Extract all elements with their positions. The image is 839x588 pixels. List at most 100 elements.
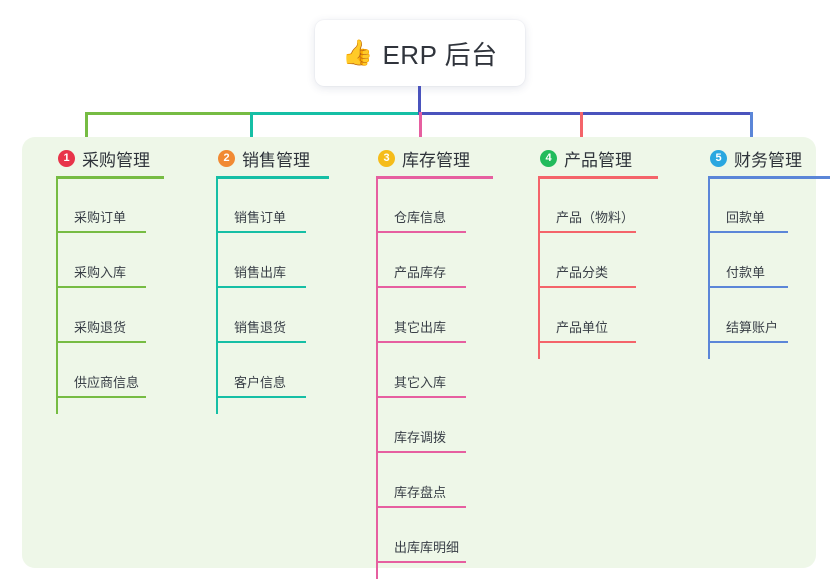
branch-number-badge: 3 [378, 149, 395, 167]
branch-item[interactable]: 采购退货 [56, 317, 146, 343]
branch-item[interactable]: 其它出库 [376, 317, 466, 343]
branch-item[interactable]: 供应商信息 [56, 372, 146, 398]
branch-column-2: 2 销售管理销售订单销售出库销售退货客户信息 [198, 145, 348, 414]
branch-item-label: 其它出库 [394, 320, 447, 335]
branch-item-rule [376, 231, 466, 233]
branch-item[interactable]: 产品分类 [538, 262, 636, 288]
branch-item[interactable]: 结算账户 [708, 317, 788, 343]
root-title: ERP 后台 [382, 39, 498, 70]
connector-bus-segment-2 [250, 112, 420, 115]
root-node[interactable]: 👍 ERP 后台 [315, 20, 525, 86]
branch-item[interactable]: 产品单位 [538, 317, 636, 343]
branches-panel [22, 137, 816, 568]
branch-header-库存管理[interactable]: 3 库存管理 [358, 145, 508, 171]
branch-number-badge: 5 [710, 149, 727, 167]
branch-item-label: 产品库存 [394, 265, 447, 280]
branch-spine [56, 179, 58, 414]
branch-header-rule [216, 176, 329, 179]
branch-item-rule [376, 506, 466, 508]
branch-item-rule [216, 396, 306, 398]
branch-item-label: 销售退货 [234, 320, 287, 335]
branch-item-label: 库存盘点 [394, 485, 447, 500]
branch-title: 财务管理 [734, 150, 802, 170]
branch-item[interactable]: 付款单 [708, 262, 788, 288]
branch-item-rule [56, 286, 146, 288]
branch-item[interactable]: 产品库存 [376, 262, 466, 288]
branch-item-rule [708, 231, 788, 233]
branch-item-label: 采购订单 [74, 210, 127, 225]
branch-number-badge: 1 [58, 149, 75, 167]
branch-header-rule [376, 176, 493, 179]
branch-item[interactable]: 采购订单 [56, 207, 146, 233]
branch-item[interactable]: 销售订单 [216, 207, 306, 233]
connector-drop-3 [419, 112, 422, 150]
branch-title: 采购管理 [82, 150, 150, 170]
branch-item-label: 出库库明细 [394, 540, 460, 555]
branch-item-label: 结算账户 [726, 320, 779, 335]
branch-item[interactable]: 库存盘点 [376, 482, 466, 508]
branch-item-label: 付款单 [726, 265, 766, 280]
branch-item-rule [708, 341, 788, 343]
branch-item-label: 供应商信息 [74, 375, 140, 390]
branch-header-采购管理[interactable]: 1 采购管理 [38, 145, 188, 171]
branch-item-label: 其它入库 [394, 375, 447, 390]
branch-number-badge: 2 [218, 149, 235, 167]
branch-spine [216, 179, 218, 414]
branch-item-label: 产品单位 [556, 320, 609, 335]
branch-item-rule [538, 341, 636, 343]
branch-item-rule [216, 231, 306, 233]
branch-item[interactable]: 客户信息 [216, 372, 306, 398]
branch-item-rule [376, 341, 466, 343]
connector-drop-1 [85, 112, 88, 150]
branch-title: 库存管理 [402, 150, 470, 170]
branch-item-label: 销售订单 [234, 210, 287, 225]
branch-item[interactable]: 采购入库 [56, 262, 146, 288]
branch-column-5: 5 财务管理回款单付款单结算账户 [690, 145, 835, 359]
branch-item[interactable]: 库存调拨 [376, 427, 466, 453]
branch-item-rule [376, 561, 466, 563]
branch-item[interactable]: 其它入库 [376, 372, 466, 398]
branch-item-label: 产品分类 [556, 265, 609, 280]
branch-item-label: 库存调拨 [394, 430, 447, 445]
branch-item-label: 产品（物料） [556, 210, 635, 225]
branch-item-rule [216, 286, 306, 288]
branch-item[interactable]: 销售退货 [216, 317, 306, 343]
root-trunk-line [418, 86, 421, 114]
branch-item-rule [376, 396, 466, 398]
branch-item-rule [216, 341, 306, 343]
branch-item-rule [538, 286, 636, 288]
branch-item-label: 仓库信息 [394, 210, 447, 225]
branch-item-label: 采购退货 [74, 320, 127, 335]
branch-item[interactable]: 仓库信息 [376, 207, 466, 233]
branch-item-label: 回款单 [726, 210, 766, 225]
branch-item-rule [376, 451, 466, 453]
branch-column-1: 1 采购管理采购订单采购入库采购退货供应商信息 [38, 145, 188, 414]
branch-item-rule [708, 286, 788, 288]
branch-item[interactable]: 回款单 [708, 207, 788, 233]
branch-item-label: 客户信息 [234, 375, 287, 390]
connector-bus-segment-1 [85, 112, 251, 115]
branch-column-3: 3 库存管理仓库信息产品库存其它出库其它入库库存调拨库存盘点出库库明细 [358, 145, 508, 579]
branch-item-label: 采购入库 [74, 265, 127, 280]
branch-title: 销售管理 [242, 150, 310, 170]
branch-header-rule [538, 176, 658, 179]
branch-header-rule [56, 176, 164, 179]
branch-item-rule [376, 286, 466, 288]
branch-spine [708, 179, 710, 359]
connector-bus-segment-3 [418, 112, 752, 115]
branch-header-销售管理[interactable]: 2 销售管理 [198, 145, 348, 171]
branch-item[interactable]: 产品（物料） [538, 207, 636, 233]
branch-header-财务管理[interactable]: 5 财务管理 [690, 145, 835, 171]
branch-spine [376, 179, 378, 579]
branch-item-rule [56, 231, 146, 233]
connector-drop-4 [580, 112, 583, 150]
branch-item[interactable]: 出库库明细 [376, 537, 466, 563]
branch-item-rule [56, 341, 146, 343]
branch-header-rule [708, 176, 830, 179]
branch-item[interactable]: 销售出库 [216, 262, 306, 288]
connector-drop-5 [750, 112, 753, 150]
thumbs-up-icon: 👍 [342, 38, 374, 67]
